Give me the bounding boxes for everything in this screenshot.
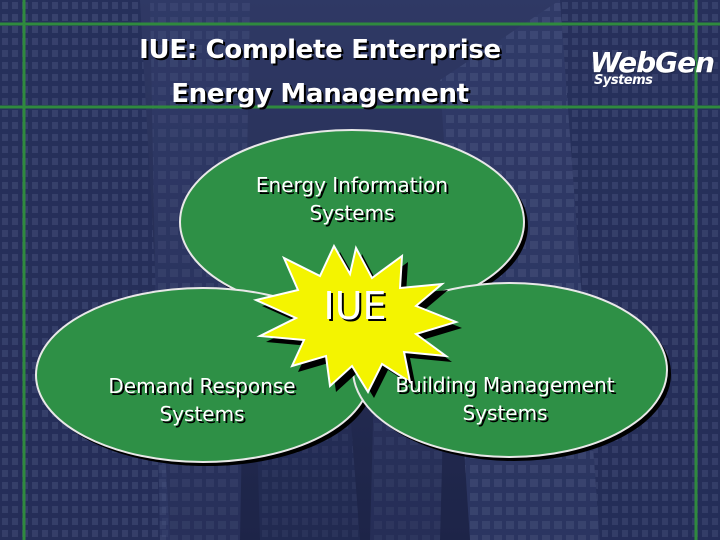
node-label-left: Demand Response Systems (72, 372, 332, 428)
node-label-top-line-2: Systems (222, 199, 482, 227)
node-label-right: Building Management Systems (370, 371, 640, 427)
node-label-left-line-2: Systems (72, 400, 332, 428)
node-label-right-line-1: Building Management (370, 371, 640, 399)
iue-center-label: IUE (300, 283, 410, 329)
node-label-right-line-2: Systems (370, 399, 640, 427)
node-label-left-line-1: Demand Response (72, 372, 332, 400)
node-label-top-line-1: Energy Information (222, 171, 482, 199)
node-label-top: Energy Information Systems (222, 171, 482, 227)
